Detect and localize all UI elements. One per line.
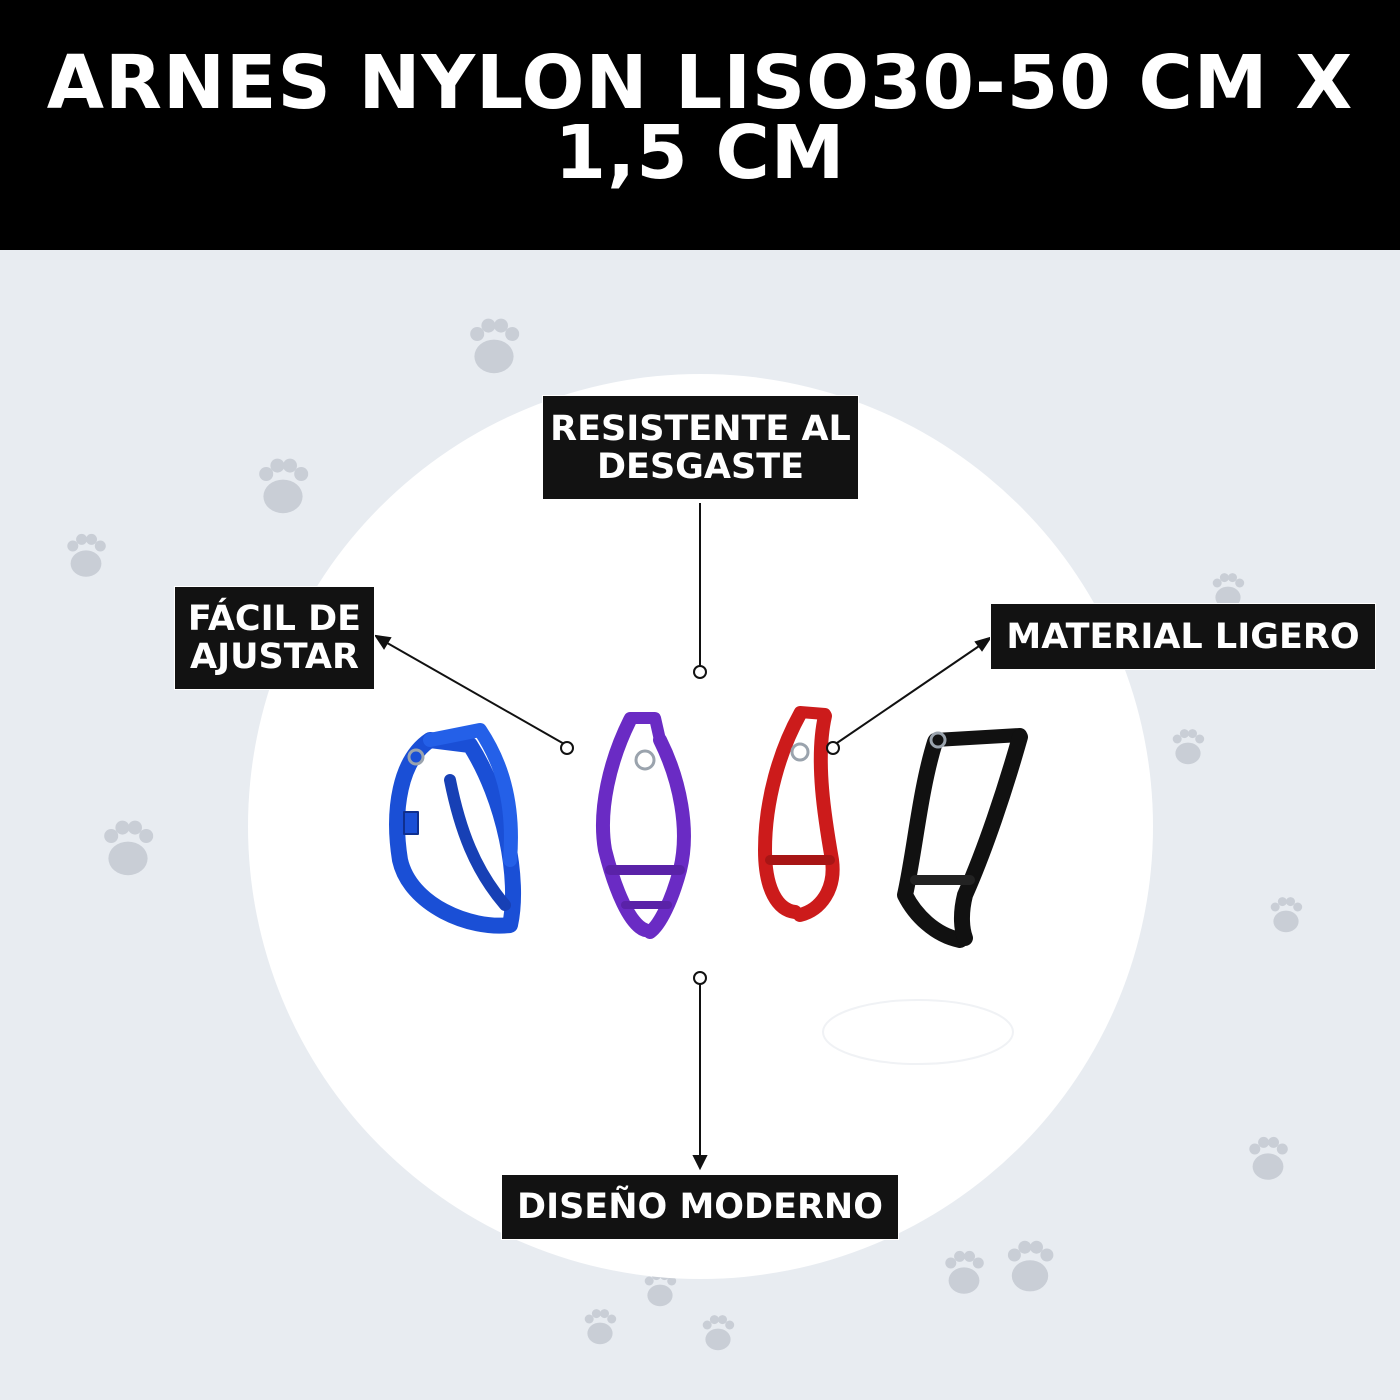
callout-diseno-moderno: DISEÑO MODERNO xyxy=(501,1174,899,1240)
callout-resistente: RESISTENTE AL DESGASTE xyxy=(542,395,859,500)
purple-harness-image xyxy=(596,712,691,939)
callout-material-ligero: MATERIAL LIGERO xyxy=(990,603,1376,670)
callout-facil-ajustar: FÁCIL DE AJUSTAR xyxy=(174,586,375,690)
callout-connectors xyxy=(373,503,993,1171)
blue-harness-image xyxy=(389,723,522,934)
red-harness-image xyxy=(758,706,840,922)
black-harness-image xyxy=(897,728,1028,948)
header-banner: ARNES NYLON LISO30-50 CM X 1,5 CM xyxy=(0,0,1400,250)
page-title: ARNES NYLON LISO30-50 CM X 1,5 CM xyxy=(46,40,1354,196)
